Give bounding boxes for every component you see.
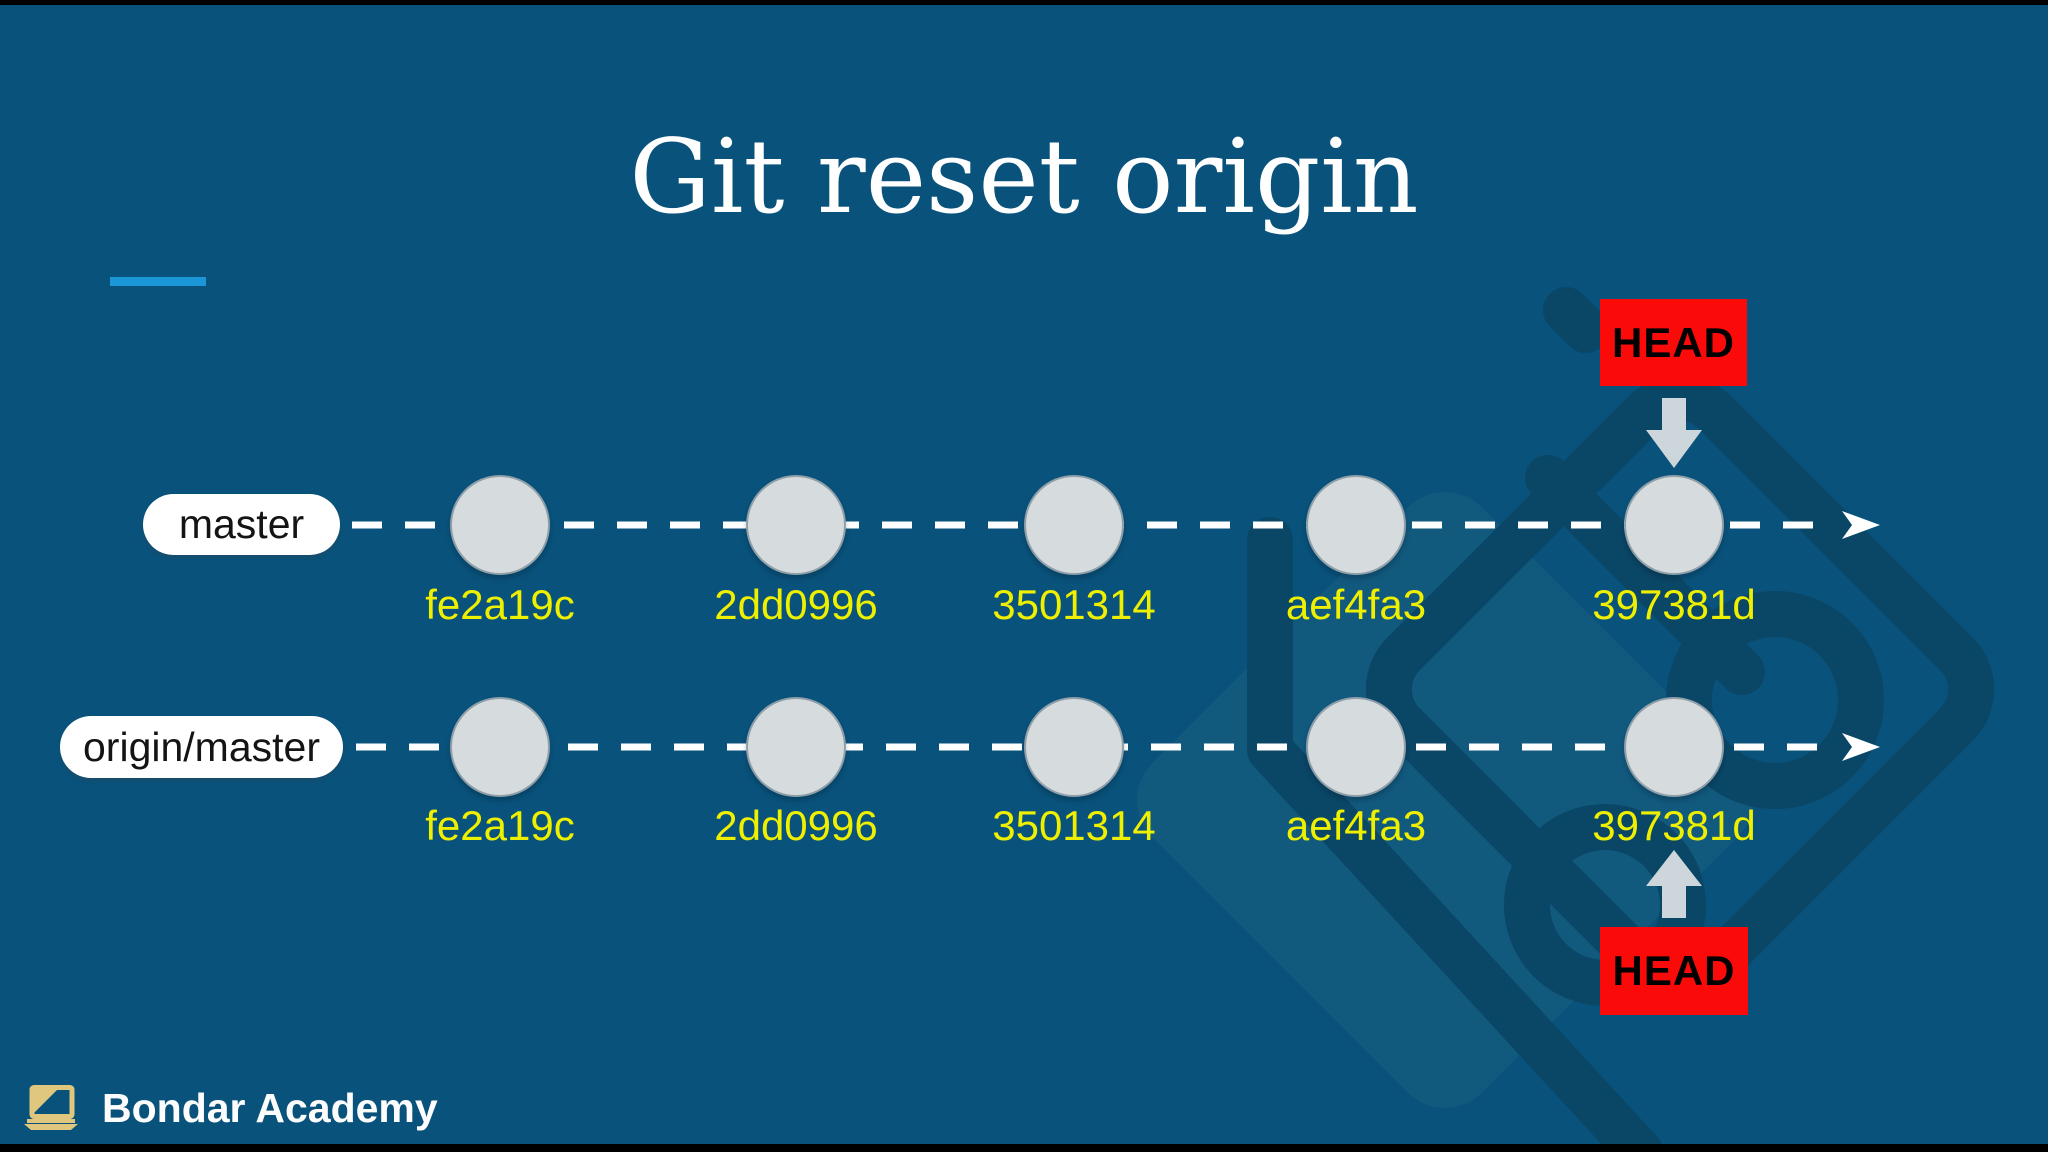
commit-node xyxy=(1624,475,1724,575)
head-badge-text: HEAD xyxy=(1611,318,1735,366)
branch-label-master: master xyxy=(143,494,340,555)
laptop-icon xyxy=(24,1085,78,1130)
accent-bar xyxy=(110,277,206,286)
commit-node xyxy=(1024,475,1124,575)
arrow-right-icon xyxy=(1842,511,1880,539)
commit-hash: fe2a19c xyxy=(425,581,575,628)
commit-node xyxy=(450,697,550,797)
commit-node xyxy=(1624,697,1724,797)
commit-hash: 3501314 xyxy=(992,802,1156,849)
arrow-down-icon xyxy=(1646,398,1702,468)
commit-node xyxy=(1024,697,1124,797)
arrow-right-icon xyxy=(1842,733,1880,761)
commit-node xyxy=(746,697,846,797)
page-title: Git reset origin xyxy=(629,118,1419,237)
commit-node xyxy=(746,475,846,575)
commit-hash: aef4fa3 xyxy=(1285,802,1427,849)
branch-label-origin-master: origin/master xyxy=(60,716,343,778)
bottom-letterbox-bar xyxy=(0,1144,2048,1152)
head-badge-origin-master: HEAD xyxy=(1600,927,1748,1015)
commit-hash: 397381d xyxy=(1592,802,1756,849)
commit-hash: 2dd0996 xyxy=(714,581,878,628)
branch-label-text: origin/master xyxy=(83,723,320,770)
commit-hash: aef4fa3 xyxy=(1285,581,1427,628)
brand: Bondar Academy xyxy=(23,1082,438,1134)
commit-hash: 2dd0996 xyxy=(714,802,878,849)
arrow-up-icon xyxy=(1646,850,1702,918)
commit-node xyxy=(1306,697,1406,797)
head-badge-master: HEAD xyxy=(1600,299,1747,386)
commit-node xyxy=(450,475,550,575)
commit-hash: 397381d xyxy=(1592,581,1756,628)
brand-name: Bondar Academy xyxy=(102,1084,438,1131)
branch-label-text: master xyxy=(178,501,305,547)
commit-node xyxy=(1306,475,1406,575)
head-badge-text: HEAD xyxy=(1612,947,1736,994)
commit-hash: 3501314 xyxy=(992,581,1156,628)
top-letterbox-bar xyxy=(0,0,2048,5)
commit-hash: fe2a19c xyxy=(425,802,575,849)
